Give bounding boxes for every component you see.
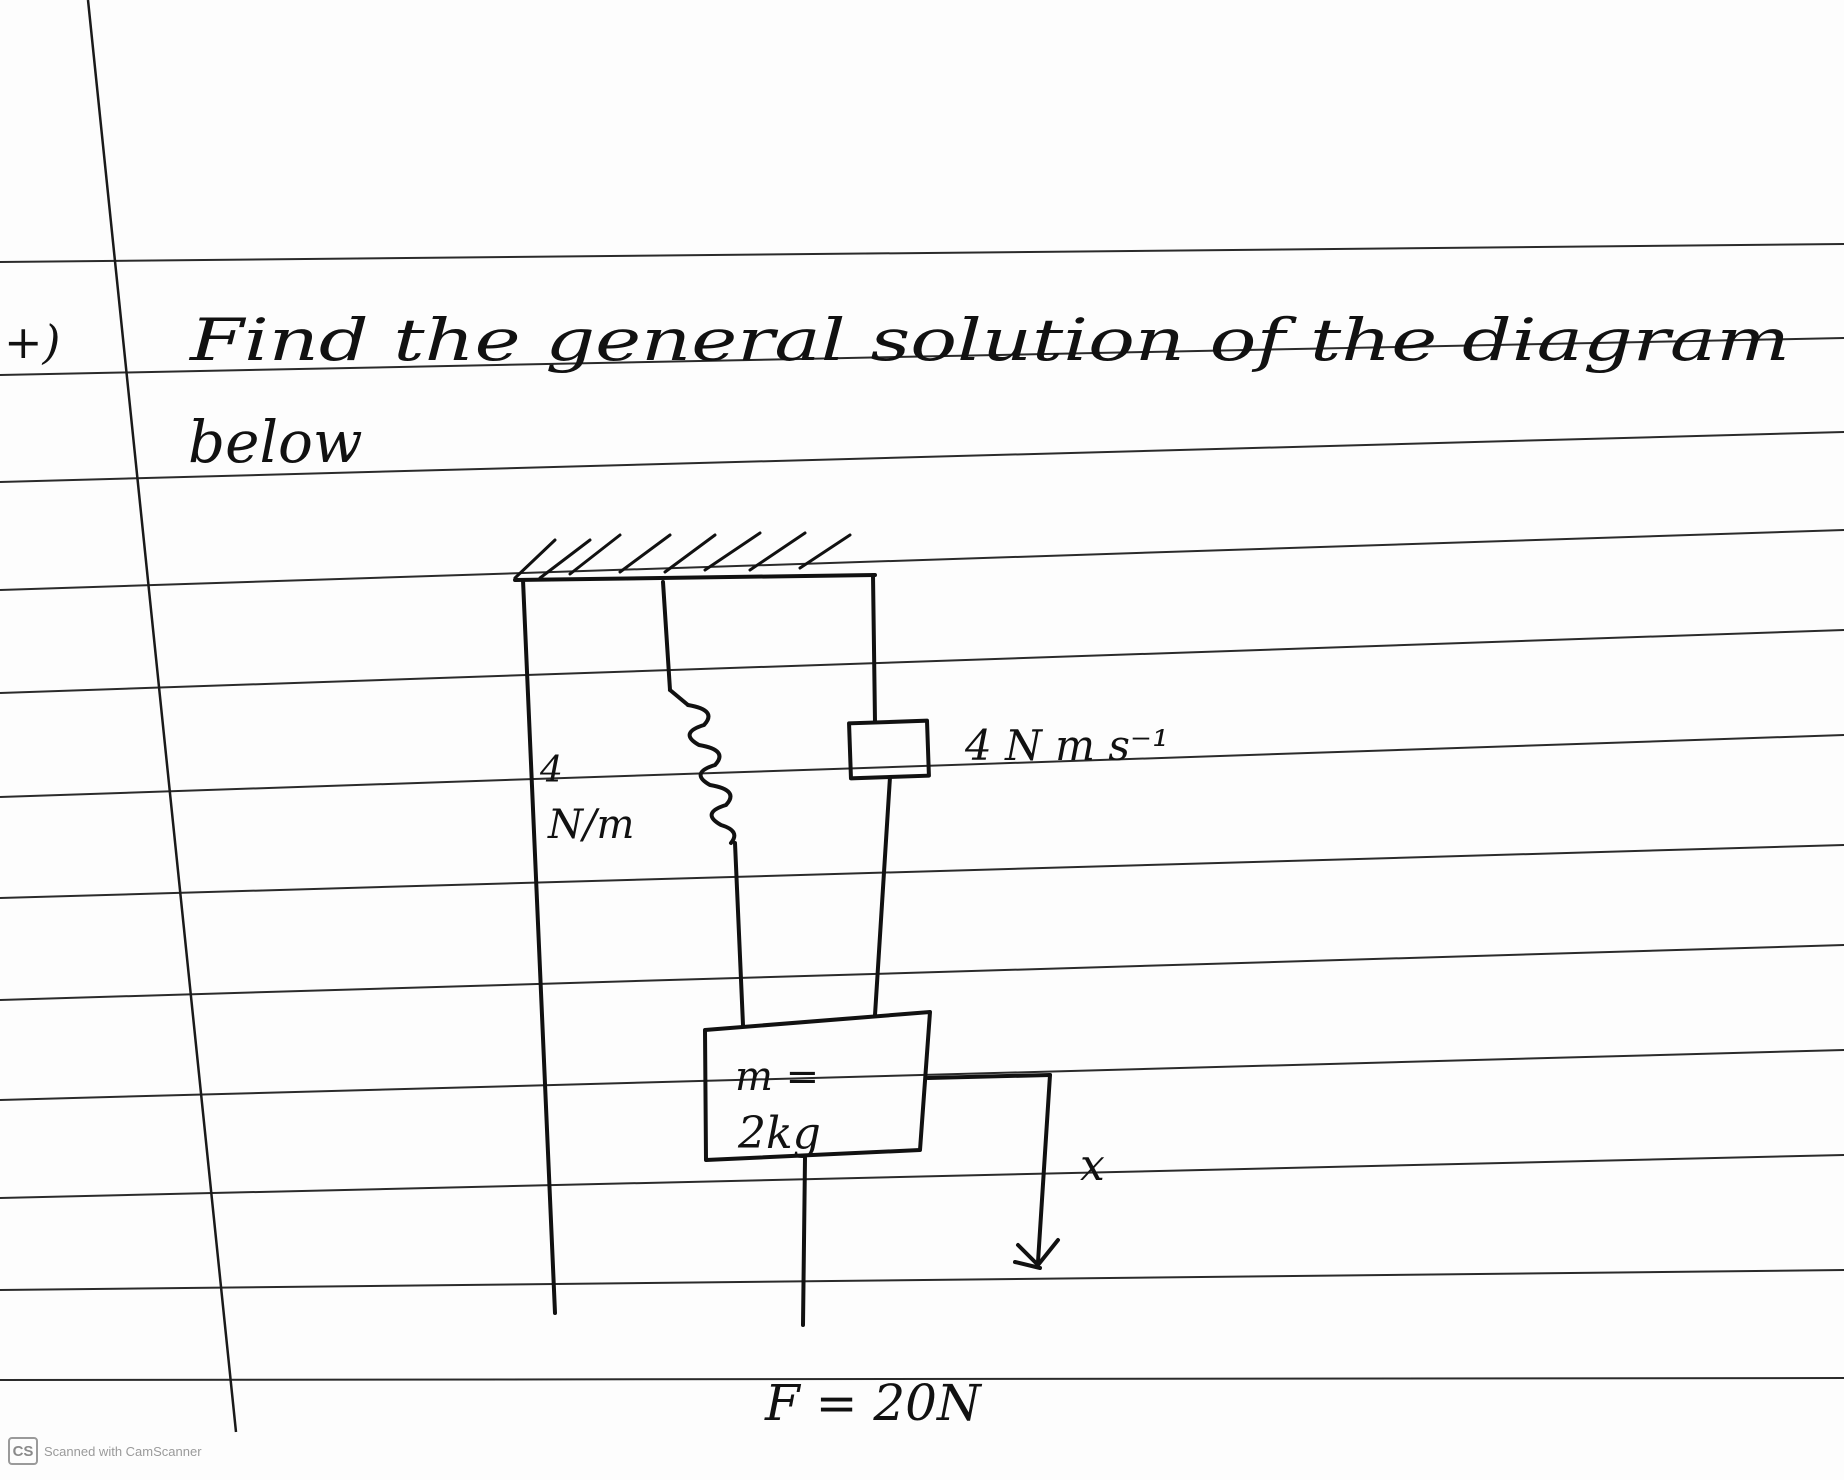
frame-left-line (521, 578, 557, 1315)
margin-line (86, 0, 238, 1433)
mass-block (703, 1010, 932, 1162)
question-line-1: Find the general solution of the diagram (189, 306, 1790, 374)
fixed-support-beam (513, 573, 877, 582)
spring-constant-value: 4 (539, 750, 563, 791)
frame-right-line (871, 573, 877, 724)
camscanner-text: Scanned with CamScanner (44, 1443, 202, 1459)
damper (847, 718, 931, 1017)
question-line-2: below (188, 408, 363, 476)
displacement-arrow (926, 1073, 1060, 1270)
force-rod (801, 1156, 807, 1327)
applied-force-label: F = 20N (764, 1374, 983, 1432)
mass-label-top: m = (735, 1054, 819, 1100)
damping-coefficient-label: 4 N m s⁻¹ (964, 721, 1169, 770)
spring-constant-unit: N/m (547, 802, 634, 848)
spring (661, 580, 745, 1027)
mass-label-value: 2kg (737, 1108, 821, 1159)
camscanner-watermark: CS Scanned with CamScanner (8, 1437, 202, 1465)
displacement-label: x (1080, 1140, 1105, 1191)
fixed-support-hatching (513, 531, 852, 580)
camscanner-logo-icon: CS (8, 1437, 38, 1465)
ruled-lines (0, 243, 1844, 1381)
spring-mass-damper-diagram (513, 531, 1060, 1327)
question-number: +) (4, 315, 61, 369)
